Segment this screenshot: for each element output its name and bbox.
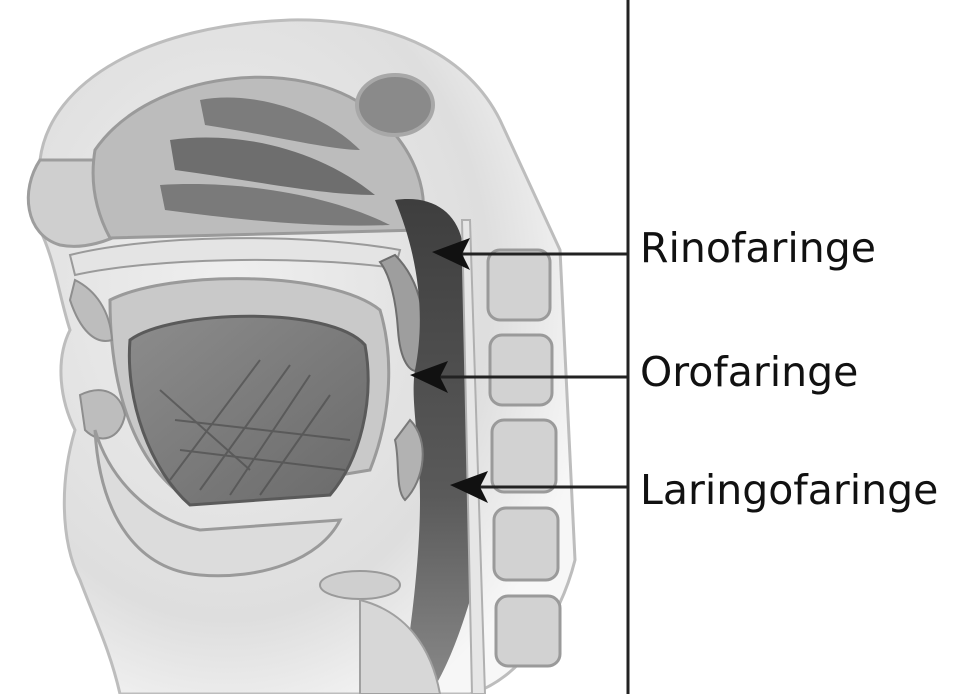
label-laringofaringe: Laringofaringe: [640, 470, 938, 511]
cervical-spine: [488, 250, 560, 666]
label-rinofaringe: Rinofaringe: [640, 228, 876, 269]
hyoid: [320, 571, 400, 599]
label-orofaringe: Orofaringe: [640, 352, 858, 393]
tongue: [129, 316, 368, 505]
sphenoid-sinus: [357, 75, 433, 135]
